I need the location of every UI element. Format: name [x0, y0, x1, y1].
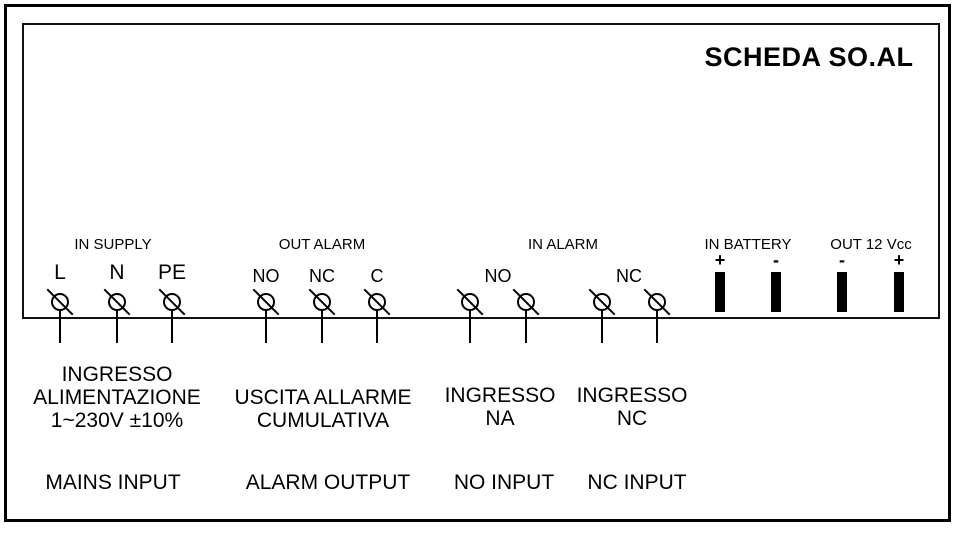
terminal-label-c: C [370, 266, 384, 286]
screw-terminal-out-alarm-c [363, 288, 391, 344]
caption-line: INGRESSO [444, 384, 556, 407]
group-label-out-12vcc: OUT 12 Vcc [830, 236, 912, 253]
terminal-label-no: NO [252, 266, 280, 286]
caption-en-no-input: NO INPUT [453, 471, 555, 494]
terminal-lead-line [265, 311, 267, 343]
terminal-lead-line [171, 311, 173, 343]
blade-terminal-battery-plus [715, 272, 725, 312]
group-label-in-battery: IN BATTERY [704, 236, 792, 253]
polarity-battery-minus: - [773, 250, 779, 270]
polarity-12vcc-minus: - [839, 250, 845, 270]
pair-label-in-alarm-no: NO [484, 266, 512, 286]
screw-terminal-in-alarm-no-2 [512, 288, 540, 344]
screw-terminal-l [46, 288, 74, 344]
outer-frame [4, 4, 951, 522]
screw-terminal-in-alarm-nc-1 [588, 288, 616, 344]
terminal-lead-line [59, 311, 61, 343]
caption-it-mains: INGRESSO ALIMENTAZIONE 1~230V ±10% [7, 363, 227, 432]
caption-en-mains: MAINS INPUT [45, 471, 181, 494]
terminal-lead-line [321, 311, 323, 343]
screw-terminal-in-alarm-no-1 [456, 288, 484, 344]
blade-terminal-12vcc-plus [894, 272, 904, 312]
group-label-in-supply: IN SUPPLY [74, 236, 152, 253]
terminal-lead-line [525, 311, 527, 343]
caption-en-alarm: ALARM OUTPUT [245, 471, 411, 494]
terminal-lead-line [376, 311, 378, 343]
caption-line: INGRESSO [576, 384, 688, 407]
group-label-out-alarm: OUT ALARM [278, 236, 366, 253]
group-label-in-alarm: IN ALARM [527, 236, 599, 253]
caption-line: ALIMENTAZIONE [33, 386, 201, 409]
board-title: SCHEDA SO.AL [704, 42, 914, 72]
caption-line: 1~230V ±10% [50, 409, 184, 432]
caption-line: CUMULATIVA [256, 409, 390, 432]
terminal-label-pe: PE [157, 261, 186, 284]
terminal-label-nc: NC [309, 266, 335, 286]
board-outline [22, 23, 940, 319]
screw-terminal-n [103, 288, 131, 344]
caption-line: NA [485, 407, 515, 430]
terminal-label-l: L [54, 261, 66, 284]
polarity-12vcc-plus: + [893, 250, 905, 270]
caption-line: INGRESSO [61, 363, 173, 386]
pair-label-in-alarm-nc: NC [616, 266, 642, 286]
terminal-label-n: N [109, 261, 125, 284]
caption-en-nc-input: NC INPUT [587, 471, 687, 494]
terminal-lead-line [469, 311, 471, 343]
polarity-battery-plus: + [714, 250, 726, 270]
blade-terminal-12vcc-minus [837, 272, 847, 312]
caption-line: NC [616, 407, 648, 430]
caption-it-alarm: USCITA ALLARME CUMULATIVA [213, 386, 433, 432]
caption-it-no-input: INGRESSO NA [420, 384, 580, 430]
screw-terminal-out-alarm-no [252, 288, 280, 344]
blade-terminal-battery-minus [771, 272, 781, 312]
screw-terminal-out-alarm-nc [308, 288, 336, 344]
screw-terminal-in-alarm-nc-2 [643, 288, 671, 344]
terminal-lead-line [116, 311, 118, 343]
caption-line: USCITA ALLARME [234, 386, 412, 409]
terminal-lead-line [601, 311, 603, 343]
caption-it-nc-input: INGRESSO NC [552, 384, 712, 430]
screw-terminal-pe [158, 288, 186, 344]
terminal-lead-line [656, 311, 658, 343]
